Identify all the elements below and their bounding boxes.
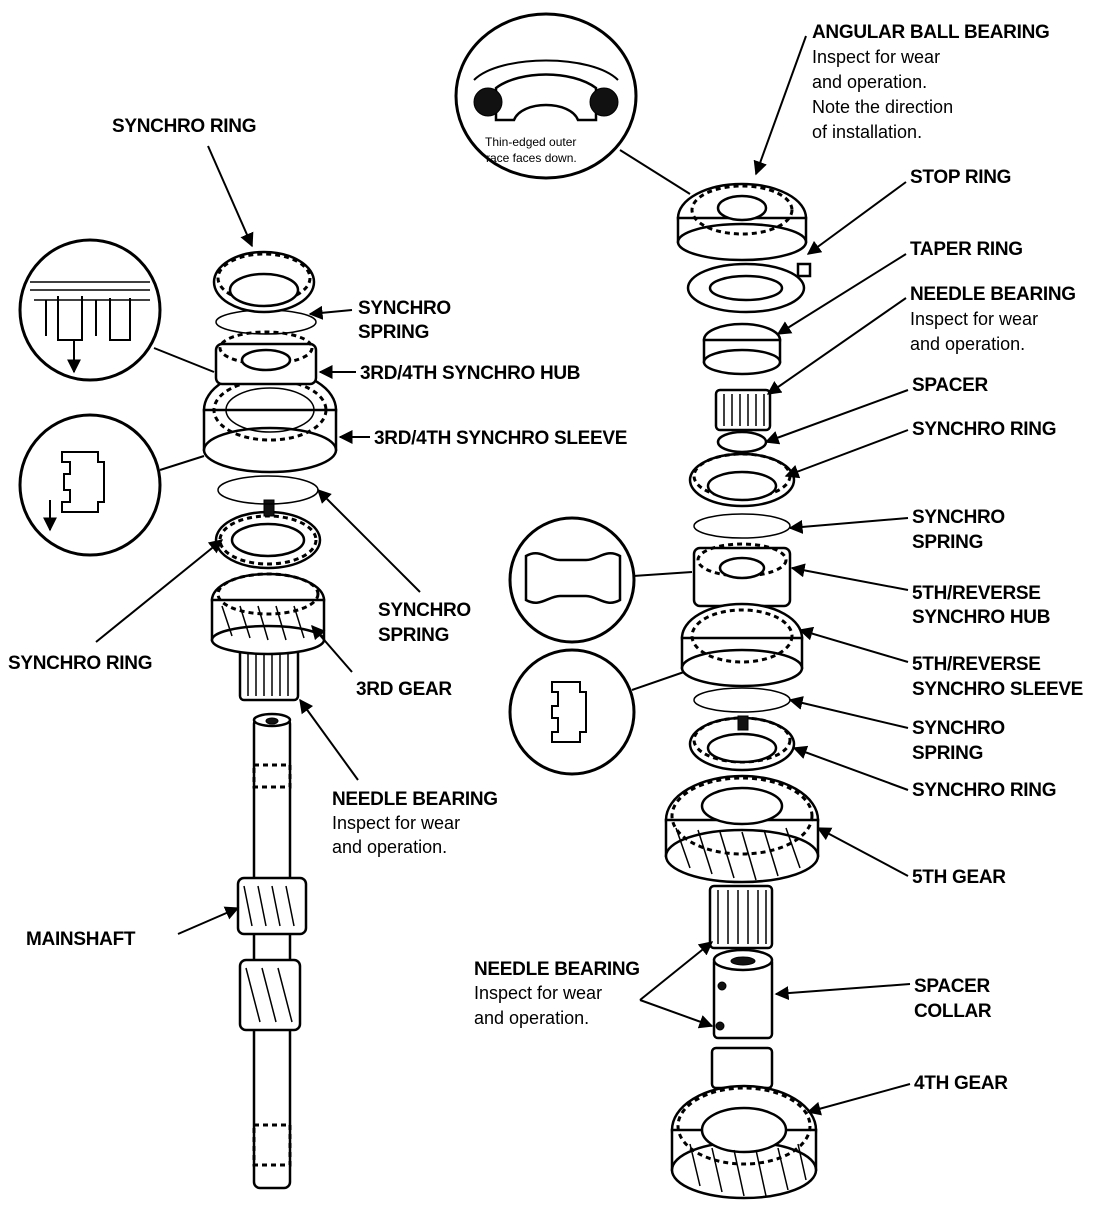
synchro-ring-lower-left-part — [214, 499, 322, 570]
stop-ring-part — [686, 262, 812, 314]
label-sleeve-3rd-4th: 3RD/4TH SYNCHRO SLEEVE — [374, 428, 627, 449]
label-needle-bearing-right: NEEDLE BEARING — [910, 284, 1076, 305]
spacer-collar-part — [712, 948, 774, 1040]
mainshaft-part — [236, 712, 308, 1190]
spacer-part — [716, 430, 768, 454]
label-synchro-spring-right-2b: SPRING — [912, 743, 983, 764]
hub-3rd-4th-part — [214, 330, 318, 386]
fourth-gear-part — [670, 1084, 818, 1200]
label-synchro-ring-lower-left: SYNCHRO RING — [8, 653, 152, 674]
synchro-spring-upper-left-part — [215, 309, 317, 335]
label-synchro-ring-top-left: SYNCHRO RING — [112, 116, 256, 137]
synchro-spring-right-2-part — [693, 687, 791, 713]
note-needle-bearing-right-2: and operation. — [910, 334, 1025, 354]
angular-ball-bearing-part — [676, 182, 808, 262]
synchro-spring-right-1-part — [693, 513, 791, 539]
label-synchro-spring-right-1b: SPRING — [912, 532, 983, 553]
inset-caption-line-1: Thin-edged outer — [485, 135, 576, 149]
needle-bearing-left-part — [238, 638, 300, 702]
note-needle-bearing-bottom-2: and operation. — [474, 1008, 589, 1028]
third-gear-part — [210, 572, 326, 656]
label-spacer-collar-2: COLLAR — [914, 1001, 992, 1022]
inset-sleeve-profile-right — [508, 648, 685, 776]
note-needle-bearing-right-1: Inspect for wear — [910, 309, 1038, 329]
label-fifth-gear: 5TH GEAR — [912, 867, 1006, 888]
right-leader-lines — [639, 35, 911, 1116]
label-synchro-spring-upper-left-2: SPRING — [358, 322, 429, 343]
synchro-ring-right-1-part — [688, 452, 796, 508]
label-third-gear: 3RD GEAR — [356, 679, 452, 700]
taper-ring-part — [702, 322, 782, 376]
fifth-gear-part — [664, 774, 820, 884]
sleeve-3rd-4th-part — [202, 368, 338, 474]
label-synchro-ring-right-1: SYNCHRO RING — [912, 419, 1056, 440]
inset-hub-profile-right — [508, 516, 693, 644]
label-synchro-spring-upper-left-1: SYNCHRO — [358, 298, 451, 319]
label-needle-bearing-left: NEEDLE BEARING — [332, 789, 498, 810]
label-synchro-spring-lower-left-1: SYNCHRO — [378, 600, 471, 621]
label-spacer-collar-1: SPACER — [914, 976, 991, 997]
text-labels: SYNCHRO RING SYNCHRO SPRING 3RD/4TH SYNC… — [8, 22, 1083, 1094]
label-taper-ring: TAPER RING — [910, 239, 1023, 260]
note-angular-2: and operation. — [812, 72, 927, 92]
label-stop-ring: STOP RING — [910, 167, 1011, 188]
note-angular-3: Note the direction — [812, 97, 953, 117]
note-needle-bearing-bottom-1: Inspect for wear — [474, 983, 602, 1003]
label-synchro-spring-lower-left-2: SPRING — [378, 625, 449, 646]
label-fourth-gear: 4TH GEAR — [914, 1073, 1008, 1094]
label-synchro-ring-right-2: SYNCHRO RING — [912, 780, 1056, 801]
inset-caption-line-2: race faces down. — [486, 151, 577, 165]
label-sleeve-5th-rev-2: SYNCHRO SLEEVE — [912, 679, 1083, 700]
label-synchro-spring-right-1a: SYNCHRO — [912, 507, 1005, 528]
note-needle-bearing-left-2: and operation. — [332, 837, 447, 857]
label-sleeve-5th-rev-1: 5TH/REVERSE — [912, 654, 1041, 675]
label-mainshaft: MAINSHAFT — [26, 929, 136, 950]
needle-bearing-lower-part — [710, 1046, 774, 1090]
hub-5th-reverse-part — [692, 542, 792, 608]
left-leader-lines — [95, 145, 421, 935]
synchro-ring-right-2-part — [688, 715, 796, 772]
label-spacer: SPACER — [912, 375, 989, 396]
left-assembly — [18, 145, 421, 1190]
label-hub-5th-rev-2: SYNCHRO HUB — [912, 607, 1050, 628]
needle-bearing-bottom-part — [708, 884, 774, 950]
label-synchro-spring-right-2a: SYNCHRO — [912, 718, 1005, 739]
label-needle-bearing-bottom: NEEDLE BEARING — [474, 959, 640, 980]
note-angular-1: Inspect for wear — [812, 47, 940, 67]
inset-hub-detail — [18, 238, 162, 382]
needle-bearing-right-part — [714, 388, 772, 432]
note-needle-bearing-left-1: Inspect for wear — [332, 813, 460, 833]
inset-sleeve-profile — [18, 413, 162, 557]
label-hub-3rd-4th: 3RD/4TH SYNCHRO HUB — [360, 363, 580, 384]
synchro-ring-top-left-part — [212, 250, 316, 314]
label-hub-5th-rev-1: 5TH/REVERSE — [912, 583, 1041, 604]
sleeve-5th-reverse-part — [680, 602, 804, 688]
label-angular-ball-bearing: ANGULAR BALL BEARING — [812, 22, 1049, 43]
right-assembly: Thin-edged outer race faces down. — [454, 12, 911, 1200]
inset-bearing-detail: Thin-edged outer race faces down. — [454, 12, 691, 195]
note-angular-4: of installation. — [812, 122, 922, 142]
